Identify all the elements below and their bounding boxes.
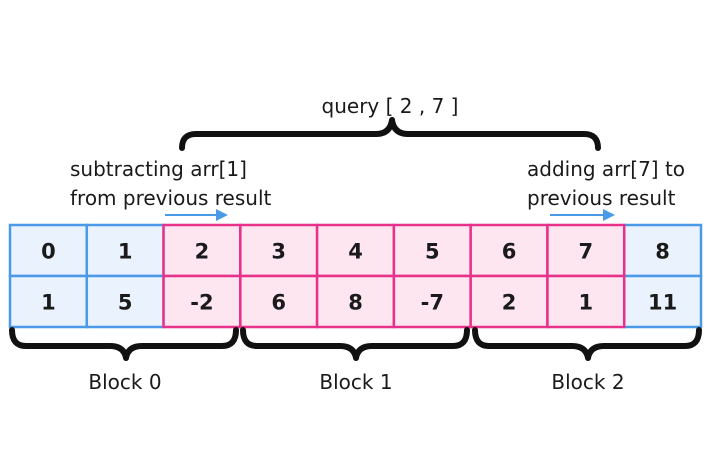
index-label-4: 4 — [348, 240, 363, 264]
index-label-0: 0 — [41, 240, 56, 264]
left-note-line-2: from previous result — [70, 186, 272, 210]
index-label-3: 3 — [271, 240, 286, 264]
block-1-label: Block 1 — [319, 370, 393, 394]
value-label-8: 11 — [648, 291, 677, 315]
query-brace — [179, 117, 601, 151]
value-cell-6 — [469, 274, 549, 329]
index-cell-1 — [85, 223, 165, 278]
value-label-4: 8 — [348, 291, 363, 315]
block-braces — [9, 327, 702, 361]
left-note-line-1: subtracting arr[1] — [70, 157, 247, 181]
value-label-0: 1 — [41, 291, 56, 315]
index-label-7: 7 — [579, 240, 594, 264]
right-note-line-1: adding arr[7] to — [527, 157, 686, 181]
block-0-label: Block 0 — [88, 370, 162, 394]
index-cell-8 — [622, 223, 703, 278]
index-label-5: 5 — [425, 240, 440, 264]
value-label-5: -7 — [421, 291, 444, 315]
block-2-label: Block 2 — [551, 370, 625, 394]
block-0-brace — [9, 327, 239, 361]
value-label-2: -2 — [190, 291, 213, 315]
index-label-8: 8 — [655, 240, 670, 264]
value-label-7: 1 — [579, 291, 594, 315]
value-cell-7 — [546, 274, 626, 329]
left-arrow-icon — [216, 209, 228, 221]
block-2-brace — [472, 327, 702, 361]
value-cell-8 — [622, 274, 703, 329]
index-label-1: 1 — [118, 240, 133, 264]
value-label-3: 6 — [271, 291, 286, 315]
index-cell-4 — [315, 223, 396, 278]
query-label: query [ 2 , 7 ] — [321, 94, 459, 118]
index-cell-6 — [469, 223, 549, 278]
value-label-1: 5 — [118, 291, 133, 315]
index-cell-2 — [162, 223, 242, 278]
index-label-6: 6 — [502, 240, 517, 264]
index-cell-7 — [546, 223, 626, 278]
right-arrow-icon — [603, 209, 615, 221]
index-label-2: 2 — [195, 240, 210, 264]
value-label-6: 2 — [502, 291, 517, 315]
right-note-line-2: previous result — [527, 186, 676, 210]
block-1-brace — [240, 327, 470, 361]
